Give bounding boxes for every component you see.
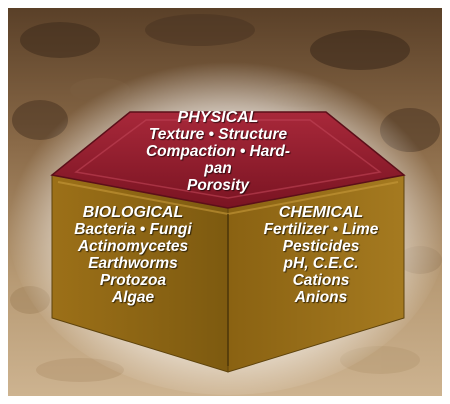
chemical-line-1: Fertilizer • Lime	[236, 221, 406, 238]
chemical-line-3: pH, C.E.C.	[236, 255, 406, 272]
chemical-label-group: CHEMICAL Fertilizer • Lime Pesticides pH…	[236, 204, 406, 306]
biological-line-1: Bacteria • Fungi	[48, 221, 218, 238]
biological-label-group: BIOLOGICAL Bacteria • Fungi Actinomycete…	[48, 204, 218, 306]
physical-line-1: Texture • Structure	[118, 126, 318, 143]
physical-line-2: Compaction • Hard-	[118, 143, 318, 160]
biological-line-4: Protozoa	[48, 272, 218, 289]
chemical-line-2: Pesticides	[236, 238, 406, 255]
biological-line-2: Actinomycetes	[48, 238, 218, 255]
physical-heading: PHYSICAL	[118, 109, 318, 126]
biological-heading: BIOLOGICAL	[48, 204, 218, 221]
physical-line-4: Porosity	[118, 177, 318, 194]
physical-label-group: PHYSICAL Texture • Structure Compaction …	[118, 109, 318, 194]
chemical-heading: CHEMICAL	[236, 204, 406, 221]
physical-line-3: pan	[118, 160, 318, 177]
chemical-line-5: Anions	[236, 289, 406, 306]
biological-line-5: Algae	[48, 289, 218, 306]
chemical-line-4: Cations	[236, 272, 406, 289]
biological-line-3: Earthworms	[48, 255, 218, 272]
